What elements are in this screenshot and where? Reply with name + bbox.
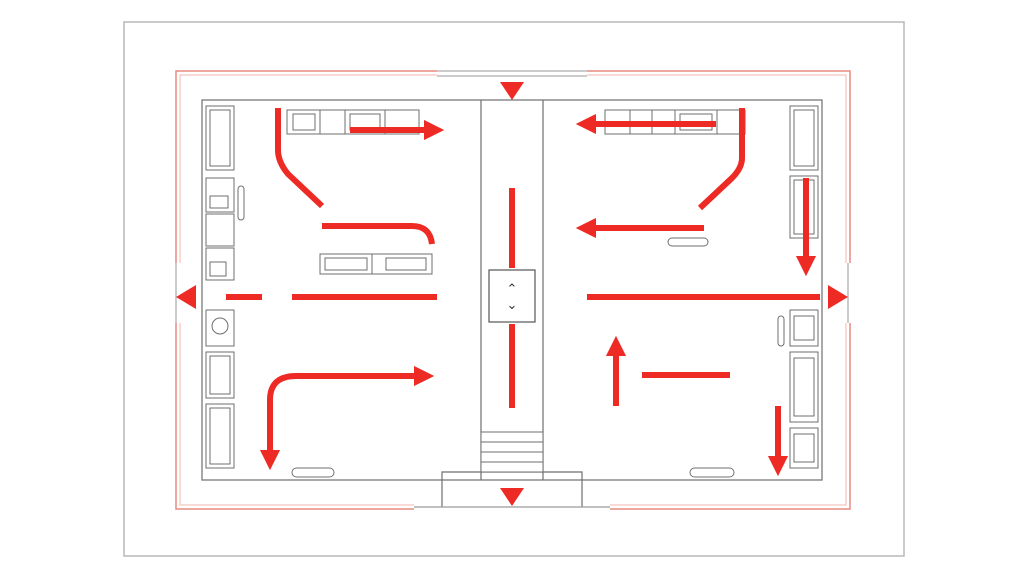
bench-bottom-left bbox=[291, 467, 335, 478]
cabinet-icon bbox=[205, 247, 235, 281]
stairs-icon bbox=[480, 431, 544, 473]
elevator-up-symbol: ⌃ bbox=[507, 282, 518, 297]
sink-icon bbox=[205, 309, 235, 347]
outer-frame bbox=[123, 21, 905, 557]
exit-arrow-icon bbox=[500, 488, 524, 506]
bench-mid-right bbox=[667, 237, 709, 247]
bottom-entrance-gap bbox=[414, 503, 610, 513]
desk-icon bbox=[319, 253, 433, 275]
cabinet-icon bbox=[205, 403, 235, 469]
evacuation-routes bbox=[176, 82, 848, 506]
cabinet-icon bbox=[789, 105, 819, 171]
left-door-gap bbox=[172, 263, 184, 323]
exit-arrow-icon bbox=[828, 285, 848, 309]
bench-bottom-right bbox=[689, 467, 735, 478]
elevator-icon: ⌃ ⌄ bbox=[488, 269, 536, 323]
route-top-left bbox=[275, 108, 325, 209]
cabinet-icon bbox=[205, 177, 235, 213]
elevator-down-symbol: ⌄ bbox=[507, 298, 518, 313]
right-cabinets bbox=[777, 105, 819, 469]
cabinet-icon bbox=[789, 427, 819, 469]
left-cabinets bbox=[205, 105, 245, 469]
top-entrance bbox=[437, 69, 587, 77]
cabinet-icon bbox=[205, 105, 235, 171]
route-bottom-left bbox=[259, 365, 435, 471]
route-center-left bbox=[322, 223, 435, 245]
cabinet-icon bbox=[205, 213, 235, 247]
cabinet-icon bbox=[789, 351, 819, 423]
exit-arrow-icon bbox=[176, 285, 196, 309]
cabinet-icon bbox=[205, 351, 235, 399]
exit-arrow-icon bbox=[500, 82, 524, 100]
route-top-right bbox=[697, 108, 745, 211]
